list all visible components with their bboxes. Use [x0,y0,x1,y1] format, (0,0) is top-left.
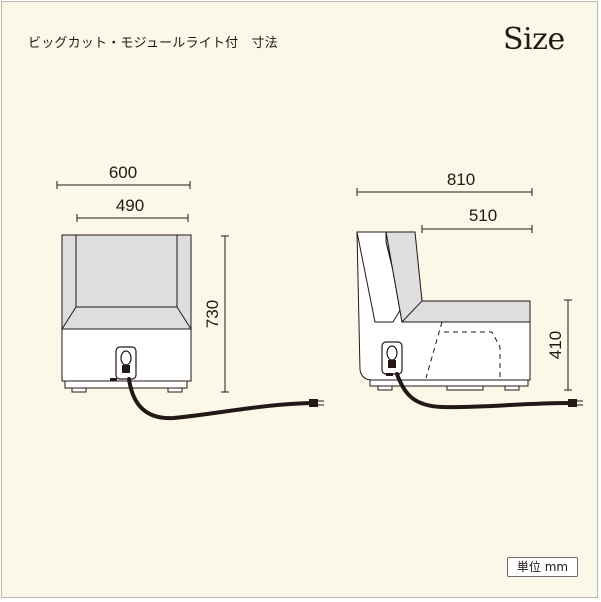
side-hidden-frame-lines [425,321,501,379]
front-power-cord [127,377,314,421]
size-heading: Size [503,22,565,57]
side-seat-depth-label: 510 [469,206,497,225]
front-height-label: 730 [203,300,222,328]
front-foot-right [167,387,183,393]
side-light-bulb-icon [381,341,403,376]
side-power-cord [395,372,572,410]
front-seat-cushion [61,306,192,330]
side-seat-height-label: 410 [546,331,565,359]
side-depth-label: 810 [447,170,475,189]
side-foot-right [504,385,520,391]
front-base [64,380,188,389]
front-foot-left [71,387,87,393]
side-view: 810 510 410 [356,170,583,410]
front-light-bulb-icon [110,346,137,381]
side-base [369,379,529,387]
side-back-cushion [385,231,423,324]
product-title: ビッグカット・モジュールライト付 寸法 [28,36,278,51]
front-width-label: 600 [109,163,137,182]
front-back-cushion [75,234,178,308]
side-foot-left [377,385,393,391]
front-plug [309,399,318,407]
side-plug [568,399,577,407]
side-foot-middle [446,385,484,391]
front-seat-width-label: 490 [116,196,144,215]
unit-label: 単位 mm [507,557,578,577]
front-view: 600 490 730 [56,163,324,421]
